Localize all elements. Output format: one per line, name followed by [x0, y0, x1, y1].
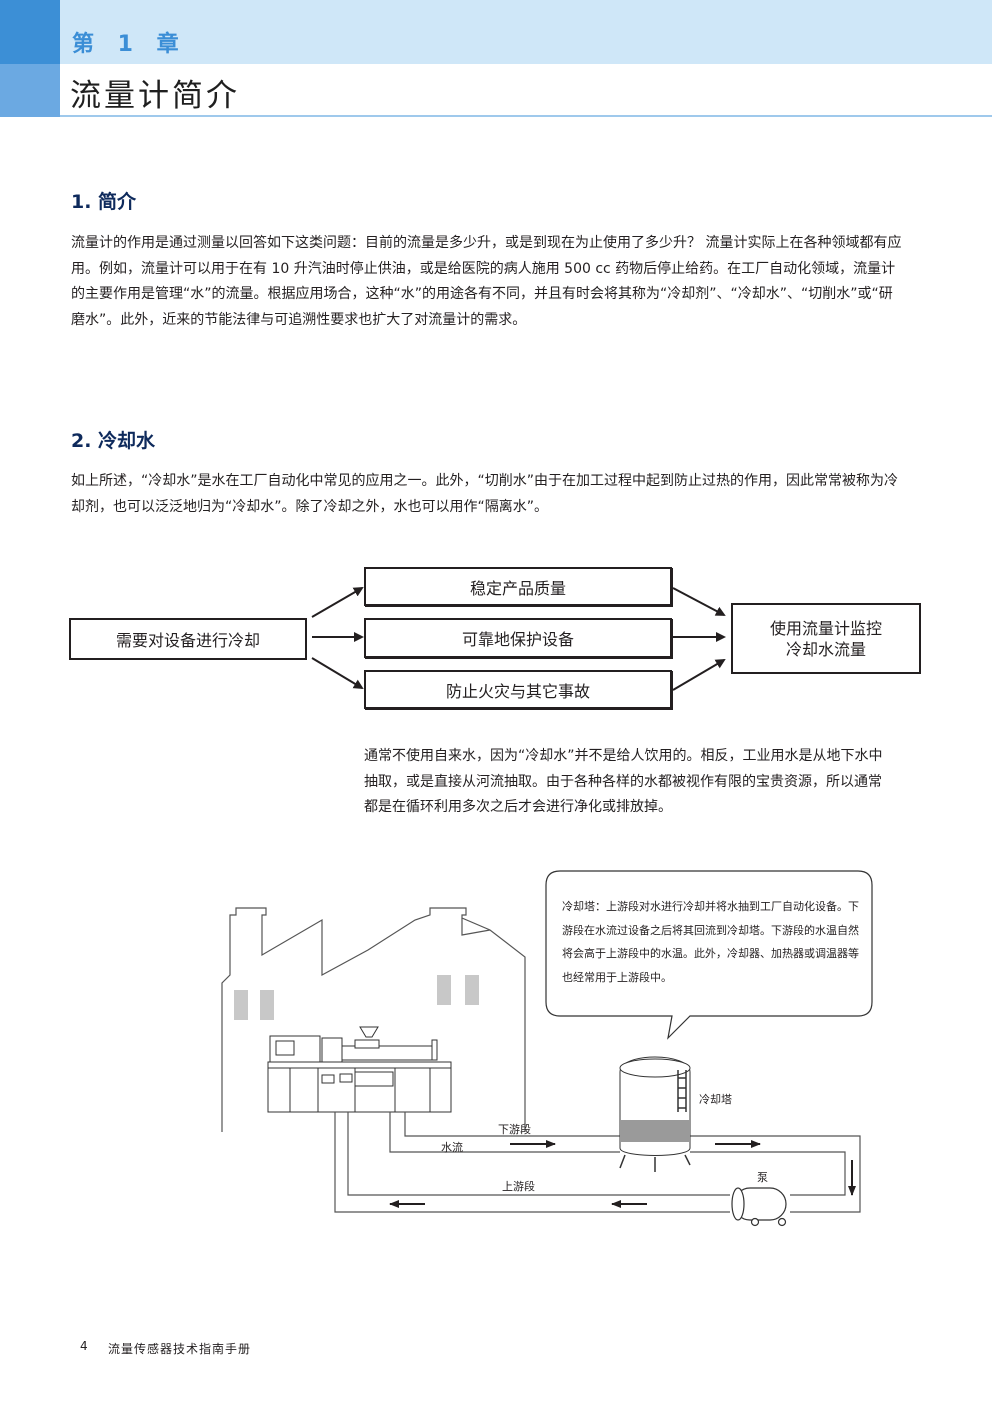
label-downstream: 下游段: [498, 1123, 531, 1136]
label-water-flow: 水流: [441, 1141, 463, 1154]
flow-result-box: 使用流量计监控 冷却水流量: [731, 603, 921, 674]
flow-purpose-prevent: 防止火灾与其它事故: [364, 670, 672, 709]
pump: [731, 1187, 787, 1227]
factory-windows: [234, 975, 479, 1020]
header-band: [0, 0, 992, 64]
label-pump: 泵: [757, 1171, 768, 1184]
callout-bubble: [545, 870, 873, 1040]
chapter-label: 第 1 章: [72, 32, 187, 57]
callout-text: 冷却塔：上游段对水进行冷却并将水抽到工厂自动化设备。下游段在水流过设备之后将其回…: [562, 900, 859, 984]
flow-purpose-quality-text: 稳定产品质量: [469, 578, 566, 598]
factory-building: [221, 907, 526, 1132]
flow-purpose-prevent-text: 防止火灾与其它事故: [445, 681, 590, 701]
flow-source-box: 需要对设备进行冷却: [69, 618, 307, 660]
flow-arrows: [311, 586, 726, 691]
cooling-illustration: [221, 870, 873, 1227]
chapter-title: 流量计简介: [70, 78, 240, 114]
footer-book-title: 流量传感器技术指南手册: [108, 1342, 252, 1356]
section2-note: 通常不使用自来水，因为“冷却水”并不是给人饮用的。相反，工业用水是从地下水中抽取…: [364, 748, 883, 815]
flow-purpose-quality: 稳定产品质量: [364, 567, 672, 606]
label-cooling-tower: 冷却塔: [699, 1093, 732, 1106]
flow-arrows-pipes: [389, 1140, 856, 1208]
flow-result-line2: 冷却水流量: [785, 639, 866, 659]
header-accent-top: [0, 0, 60, 64]
arrow-to-prevent: [311, 657, 364, 690]
section2-heading: 2. 冷却水: [71, 430, 156, 452]
section1-paragraph: 流量计的作用是通过测量以回答如下这类问题：目前的流量是多少升，或是到现在为止使用…: [71, 235, 902, 328]
arrow-to-quality: [311, 586, 364, 618]
machine: [267, 1026, 452, 1113]
arrow-quality-to-result: [672, 587, 726, 616]
flow-source-text: 需要对设备进行冷却: [115, 631, 260, 650]
flow-purpose-protect: 可靠地保护设备: [364, 618, 672, 658]
page-number: 4: [80, 1339, 88, 1353]
label-upstream: 上游段: [502, 1180, 535, 1193]
header-accent-bottom: [0, 64, 60, 117]
section1-heading: 1. 简介: [71, 191, 137, 213]
pipes: [334, 1112, 861, 1213]
flow-purpose-protect-text: 可靠地保护设备: [461, 630, 574, 649]
flow-result-line1: 使用流量计监控: [769, 618, 882, 638]
header-rule: [60, 115, 992, 117]
arrow-prevent-to-result: [672, 658, 726, 691]
section2-paragraph: 如上所述，“冷却水”是水在工厂自动化中常见的应用之一。此外，“切削水”由于在加工…: [71, 473, 899, 515]
cooling-tower: [619, 1056, 691, 1172]
